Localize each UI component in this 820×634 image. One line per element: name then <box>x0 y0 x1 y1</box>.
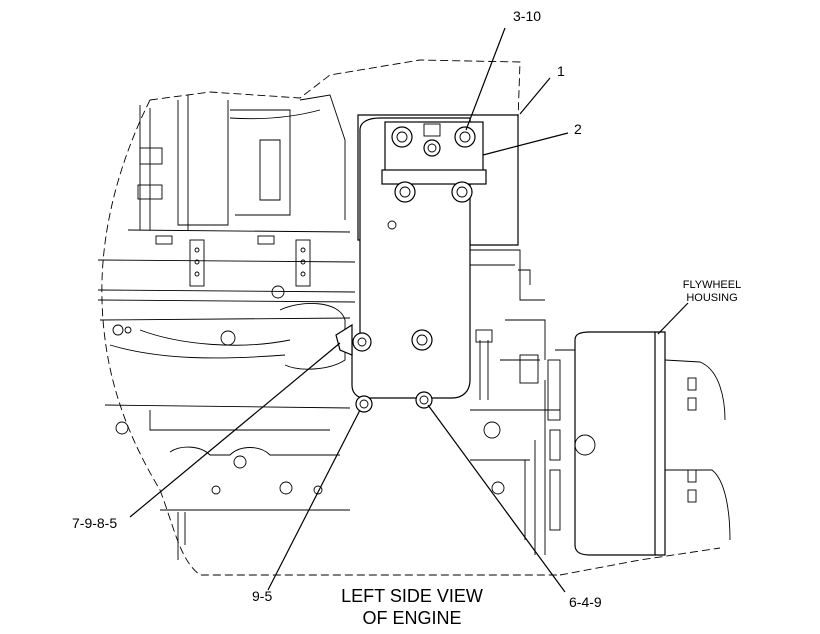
leader-lines <box>129 27 689 593</box>
flywheel-housing <box>547 331 731 556</box>
callout-1: 1 <box>557 63 565 79</box>
leader-6-4-9 <box>427 404 566 593</box>
callout-9-5: 9-5 <box>252 588 272 604</box>
caption: LEFT SIDE VIEW OF ENGINE <box>341 586 483 628</box>
callout-6-4-9: 6-4-9 <box>569 594 602 610</box>
leader-9-5 <box>267 409 361 591</box>
leader-2 <box>482 132 569 156</box>
caption-line1: LEFT SIDE VIEW <box>341 586 483 606</box>
callout-3-10: 3-10 <box>513 8 541 24</box>
leader-3-10 <box>465 27 506 131</box>
engine-right-details <box>470 249 560 555</box>
leader-flywheel <box>657 302 689 335</box>
mounting-bracket <box>335 114 519 413</box>
callout-labels: 3-10 1 2 FLYWHEEL HOUSING 7-9-8-5 9-5 6-… <box>72 8 741 610</box>
leader-7-9-8-5 <box>129 342 341 518</box>
engine-block-details <box>97 94 356 560</box>
callout-flywheel-line1: FLYWHEEL <box>683 279 741 291</box>
leader-1 <box>519 77 551 115</box>
callout-flywheel-line2: HOUSING <box>686 292 737 304</box>
callout-7-9-8-5: 7-9-8-5 <box>72 515 117 531</box>
caption-line2: OF ENGINE <box>362 608 461 628</box>
callout-2: 2 <box>574 121 582 137</box>
